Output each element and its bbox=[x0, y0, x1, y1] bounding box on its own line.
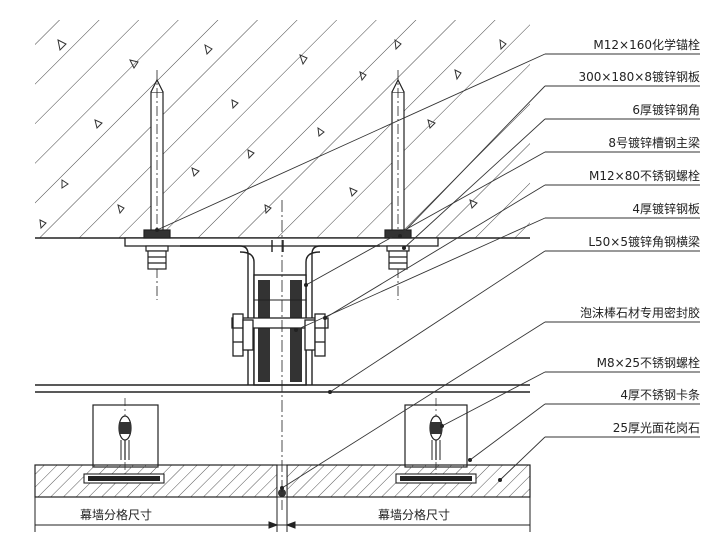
label-steel-angle: 6厚镀锌钢角 bbox=[632, 103, 700, 117]
label-clip-strip: 4厚不锈钢卡条 bbox=[620, 388, 700, 402]
dimension-line bbox=[34, 497, 531, 532]
clip-block-right bbox=[404, 398, 468, 478]
chemical-anchor-left bbox=[150, 70, 164, 300]
concrete-slab bbox=[35, 20, 530, 239]
clip-block-left bbox=[92, 398, 159, 478]
anchor-nuts-left bbox=[143, 229, 171, 270]
stainless-through-bolt bbox=[231, 313, 329, 357]
label-through-bolt: M12×80不锈钢螺栓 bbox=[589, 168, 700, 183]
galvanized-steel-plate bbox=[124, 237, 439, 247]
leader-dots bbox=[155, 228, 502, 490]
label-granite: 25厚光面花岗石 bbox=[613, 420, 700, 435]
galvanized-angle-connectors bbox=[180, 240, 380, 385]
aggregate-marks bbox=[39, 38, 507, 230]
label-chemical-anchor: M12×160化学锚栓 bbox=[593, 37, 700, 52]
dimension-label-left: 幕墙分格尺寸 bbox=[80, 507, 152, 522]
leader-lines bbox=[156, 53, 700, 489]
label-channel-beam: 8号镀锌槽钢主梁 bbox=[608, 135, 700, 150]
dimension-label-right: 幕墙分格尺寸 bbox=[378, 507, 450, 522]
label-angle-cross-beam: L50×5镀锌角钢横梁 bbox=[588, 234, 700, 249]
label-m8-bolt: M8×25不锈钢螺栓 bbox=[597, 355, 700, 370]
label-sealant: 泡沫棒石材专用密封胶 bbox=[580, 305, 700, 320]
label-4mm-steel-plate: 4厚镀锌钢板 bbox=[632, 202, 700, 216]
channel-main-beam bbox=[253, 274, 307, 386]
granite-panel-right bbox=[286, 464, 531, 498]
label-steel-plate: 300×180×8镀锌钢板 bbox=[578, 70, 700, 84]
granite-panel-left bbox=[34, 464, 278, 498]
angle-cross-beam bbox=[35, 384, 530, 393]
anchor-nuts-right bbox=[384, 229, 412, 270]
